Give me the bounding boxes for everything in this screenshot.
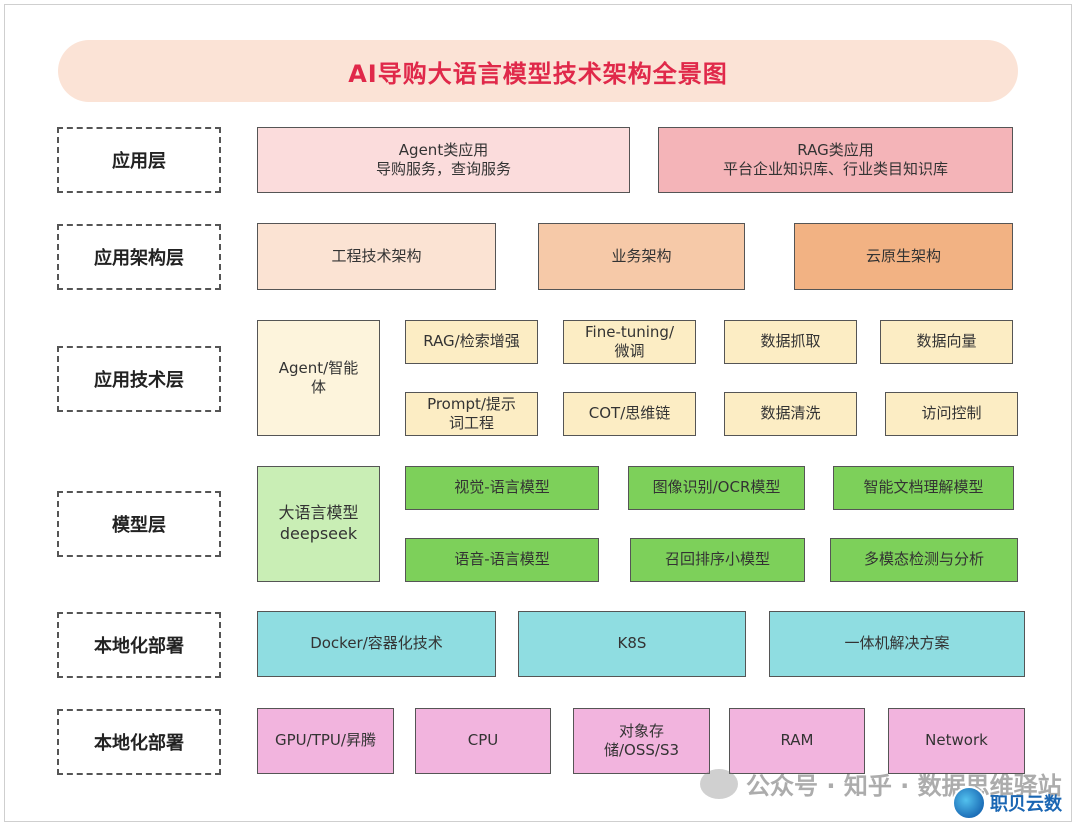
llm-line1: 大语言模型 (278, 503, 359, 523)
business-architecture-box: 业务架构 (538, 223, 745, 290)
agent-app-desc: 导购服务，查询服务 (375, 160, 511, 178)
multimodal-analysis-box: 多模态检测与分析 (830, 538, 1018, 582)
watermark-text: 公众号 · 知乎 · 数据思维驿站 (746, 772, 1062, 800)
prompt-engineering-box: Prompt/提示 词工程 (405, 392, 538, 436)
all-in-one-solution-box: 一体机解决方案 (769, 611, 1025, 677)
agent-line2: 体 (310, 378, 326, 396)
finetuning-line1: Fine-tuning/ (585, 322, 674, 341)
rag-app-title: RAG类应用 (797, 140, 874, 159)
layer-label-model: 模型层 (57, 491, 221, 557)
brand-badge: 职贝云数 (952, 786, 1062, 820)
prompt-line1: Prompt/提示 (427, 394, 516, 413)
gpu-box: GPU/TPU/昇腾 (257, 708, 394, 774)
document-understanding-model-box: 智能文档理解模型 (833, 466, 1014, 510)
layer-label-app-architecture: 应用架构层 (57, 224, 221, 290)
layer-label-app-technology: 应用技术层 (57, 346, 221, 412)
title-banner: AI导购大语言模型技术架构全景图 (58, 40, 1018, 102)
ocr-model-box: 图像识别/OCR模型 (628, 466, 805, 510)
finetuning-line2: 微调 (614, 342, 645, 360)
data-cleaning-box: 数据清洗 (724, 392, 857, 436)
layer-label-hardware: 本地化部署 (57, 709, 221, 775)
rag-app-box: RAG类应用 平台企业知识库、行业类目知识库 (658, 127, 1013, 193)
ram-box: RAM (729, 708, 865, 774)
diagram-title: AI导购大语言模型技术架构全景图 (348, 59, 728, 88)
agent-box: Agent/智能 体 (257, 320, 380, 436)
cpu-box: CPU (415, 708, 551, 774)
rerank-model-box: 召回排序小模型 (630, 538, 805, 582)
layer-label-application: 应用层 (57, 127, 221, 193)
llm-line2: deepseek (279, 524, 358, 543)
k8s-box: K8S (518, 611, 746, 677)
network-box: Network (888, 708, 1025, 774)
data-crawl-box: 数据抓取 (724, 320, 857, 364)
cloud-native-architecture-box: 云原生架构 (794, 223, 1013, 290)
object-storage-box: 对象存 储/OSS/S3 (573, 708, 710, 774)
agent-app-title: Agent类应用 (398, 140, 489, 159)
data-vector-box: 数据向量 (880, 320, 1013, 364)
wechat-icon (700, 768, 738, 799)
access-control-box: 访问控制 (885, 392, 1018, 436)
storage-line1: 对象存 (618, 721, 664, 740)
rag-app-desc: 平台企业知识库、行业类目知识库 (722, 160, 948, 178)
storage-line2: 储/OSS/S3 (603, 741, 680, 759)
brand-logo-icon (952, 786, 986, 820)
docker-box: Docker/容器化技术 (257, 611, 496, 677)
finetuning-box: Fine-tuning/ 微调 (563, 320, 696, 364)
prompt-line2: 词工程 (448, 414, 494, 432)
agent-app-box: Agent类应用 导购服务，查询服务 (257, 127, 630, 193)
vision-language-model-box: 视觉-语言模型 (405, 466, 599, 510)
brand-text: 职贝云数 (990, 794, 1062, 815)
llm-box: 大语言模型 deepseek (257, 466, 380, 582)
layer-label-deployment: 本地化部署 (57, 612, 221, 678)
agent-line1: Agent/智能 (278, 358, 359, 377)
engineering-architecture-box: 工程技术架构 (257, 223, 496, 290)
rag-retrieval-box: RAG/检索增强 (405, 320, 538, 364)
watermark: 公众号 · 知乎 · 数据思维驿站 (700, 766, 1062, 801)
speech-language-model-box: 语音-语言模型 (405, 538, 599, 582)
cot-box: COT/思维链 (563, 392, 696, 436)
